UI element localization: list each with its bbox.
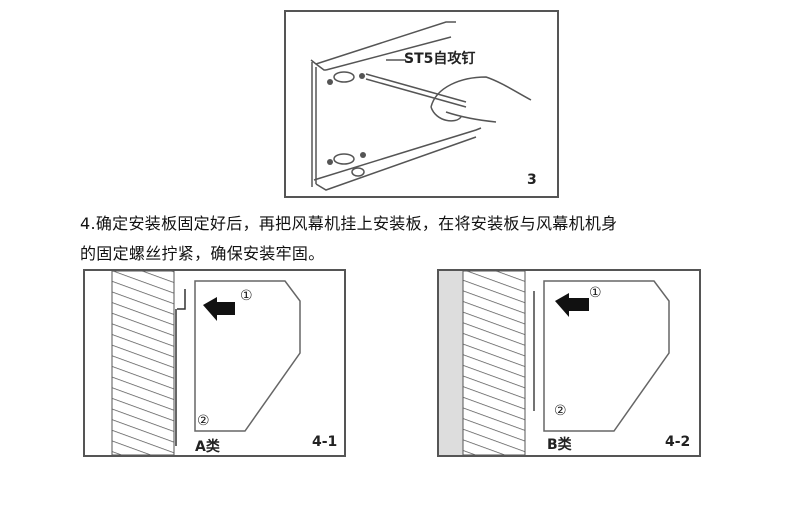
step3-illustration: ST5自攻钉 3 [284,10,559,198]
marker-1: ① [240,288,253,304]
figure-number: 4-2 [665,434,691,450]
figure-4-1: ① ② A类 4-1 [83,269,346,457]
instruction-line-1: 4.确定安装板固定好后，再把风幕机挂上安装板，在将安装板与风幕机机身 [80,214,618,233]
step-number: 3 [527,172,537,188]
type-label: A类 [195,439,220,455]
figure-4-2: ① ② B类 4-2 [437,269,701,457]
marker-2: ② [554,403,567,419]
type-a-drawing [111,271,301,455]
marker-2: ② [197,413,210,429]
type-b-drawing [439,271,670,455]
mounting-plate-drawing [310,21,532,191]
screw-callout: ST5自攻钉 [404,51,476,67]
figure-number: 4-1 [312,434,338,450]
marker-1: ① [589,285,602,301]
arrow-icon [203,297,235,321]
type-label: B类 [547,437,572,453]
arrow-icon [555,293,589,317]
instruction-line-2: 的固定螺丝拧紧，确保安装牢固。 [80,244,325,263]
